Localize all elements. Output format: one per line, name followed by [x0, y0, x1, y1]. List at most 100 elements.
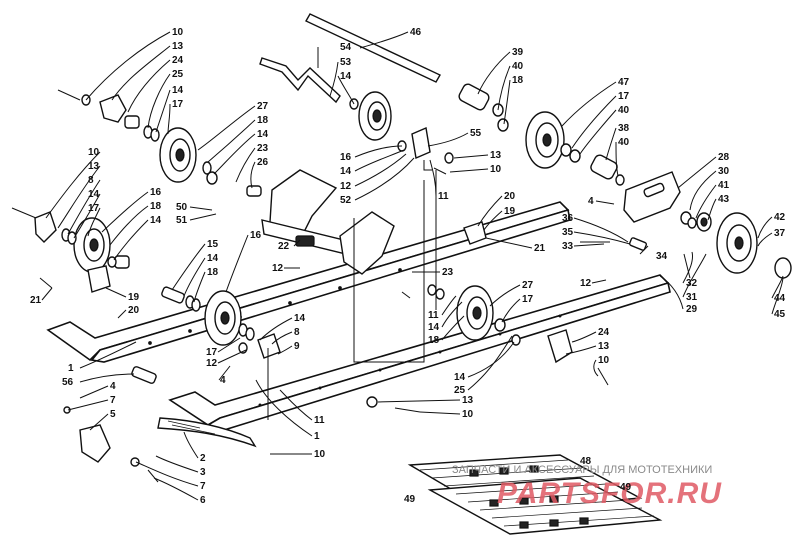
callout-label: 36	[562, 213, 574, 224]
callout-label: 16	[340, 152, 352, 163]
callout-label: 27	[522, 280, 534, 291]
callout-label: 10	[462, 409, 474, 420]
callout-label: 43	[718, 194, 730, 205]
callout-label: 15	[207, 239, 219, 250]
callout-label: 40	[618, 137, 630, 148]
callout-label: 10	[88, 147, 100, 158]
callout-label: 49	[404, 494, 416, 505]
callout-label: 17	[522, 294, 534, 305]
callout-label: 9	[294, 341, 300, 352]
callout-label: 10	[490, 164, 502, 175]
callout-label: 35	[562, 227, 574, 238]
callout-label: 39	[512, 47, 524, 58]
callout-label: 14	[88, 189, 100, 200]
hub-cap	[774, 257, 792, 279]
callout-label: 18	[512, 75, 524, 86]
callout-label: 1	[68, 363, 74, 374]
wheel-top-right	[525, 111, 565, 169]
callout-label: 13	[172, 41, 184, 52]
callout-label: 13	[598, 341, 610, 352]
callout-label: 21	[30, 295, 42, 306]
callout-label: 13	[88, 161, 100, 172]
callout-label: 14	[340, 166, 352, 177]
callout-label: 24	[172, 55, 184, 66]
callout-label: 31	[686, 292, 698, 303]
callout-label: 41	[718, 180, 730, 191]
callout-label: 23	[442, 267, 454, 278]
callout-label: 7	[200, 481, 206, 492]
callout-label: 12	[206, 358, 218, 369]
callout-label: 30	[718, 166, 730, 177]
callout-label: 55	[470, 128, 482, 139]
callout-label: 34	[656, 251, 668, 262]
callout-label: 12	[580, 278, 592, 289]
callout-label: 7	[110, 395, 116, 406]
callout-labels: 10 13 24 25 14 17 27 18 14 23 2 6 50 5 1 1…	[30, 27, 786, 506]
callout-label: 14	[340, 71, 352, 82]
callout-label: 25	[172, 69, 184, 80]
leader-lines	[41, 31, 784, 501]
callout-label: 13	[490, 150, 502, 161]
assembly-reference-lines	[267, 160, 437, 420]
callout-label: 14	[207, 253, 219, 264]
callout-label: 47	[618, 77, 630, 88]
callout-label: 52	[340, 195, 352, 206]
callout-label: 19	[504, 206, 516, 217]
callout-label: 50	[176, 202, 188, 213]
callout-label: 42	[774, 212, 786, 223]
callout-label: 8	[294, 327, 300, 338]
callout-label: 11	[428, 310, 439, 321]
upper-shaft	[305, 13, 441, 83]
callout-label: 53	[340, 57, 352, 68]
callout-label: 49	[620, 482, 632, 493]
wheel-right	[716, 212, 758, 274]
callout-label: 21	[534, 243, 546, 254]
callout-label: 11	[314, 415, 325, 426]
callout-label: 16	[150, 187, 162, 198]
callout-label: 17	[88, 203, 100, 214]
callout-label: 48	[580, 456, 592, 467]
callout-label: 33	[562, 241, 574, 252]
callout-label: 17	[618, 91, 630, 102]
callout-label: 32	[686, 278, 698, 289]
callout-label: 56	[62, 377, 74, 388]
callout-label: 46	[410, 27, 422, 38]
callout-label: 28	[718, 152, 730, 163]
callout-label: 4	[588, 196, 594, 207]
callout-label: 13	[462, 395, 474, 406]
callout-label: 5	[110, 409, 116, 420]
callout-label: 4	[220, 375, 226, 386]
callout-label: 23	[257, 143, 269, 154]
wheel-lower-center	[456, 285, 494, 341]
callout-label: 40	[618, 105, 630, 116]
callout-label: 14	[294, 313, 306, 324]
callout-label: 37	[774, 228, 786, 239]
callout-label: 18	[207, 267, 219, 278]
callout-label: 14	[428, 322, 440, 333]
front-arm	[261, 169, 395, 275]
callout-label: 10	[172, 27, 184, 38]
callout-label: 44	[774, 293, 786, 304]
callout-label: 24	[598, 327, 610, 338]
callout-label: 14	[150, 215, 162, 226]
watermark-tagline: ЗАПЧАСТИ И АКСЕССУАРЫ ДЛЯ МОТОТЕХНИКИ	[452, 464, 712, 476]
bushings	[114, 83, 648, 384]
callout-label: 2	[200, 453, 206, 464]
callout-label: 17	[172, 99, 184, 110]
watermark-logo: PARTSFOR.RU	[497, 477, 722, 510]
crank-axle	[259, 57, 341, 104]
callout-label: 10	[598, 355, 610, 366]
callout-label: 8	[88, 175, 94, 186]
callout-label: 18	[150, 201, 162, 212]
callout-label: 6	[200, 495, 206, 506]
callout-label: 38	[618, 123, 630, 134]
callout-label: 3	[200, 467, 206, 478]
callout-label: 54	[340, 42, 352, 53]
callout-label: 27	[257, 101, 269, 112]
callout-label: 14	[172, 85, 184, 96]
callout-label: 20	[504, 191, 516, 202]
callout-label: 14	[454, 372, 466, 383]
wheel-lower-left	[204, 290, 242, 346]
callout-label: 29	[686, 304, 698, 315]
